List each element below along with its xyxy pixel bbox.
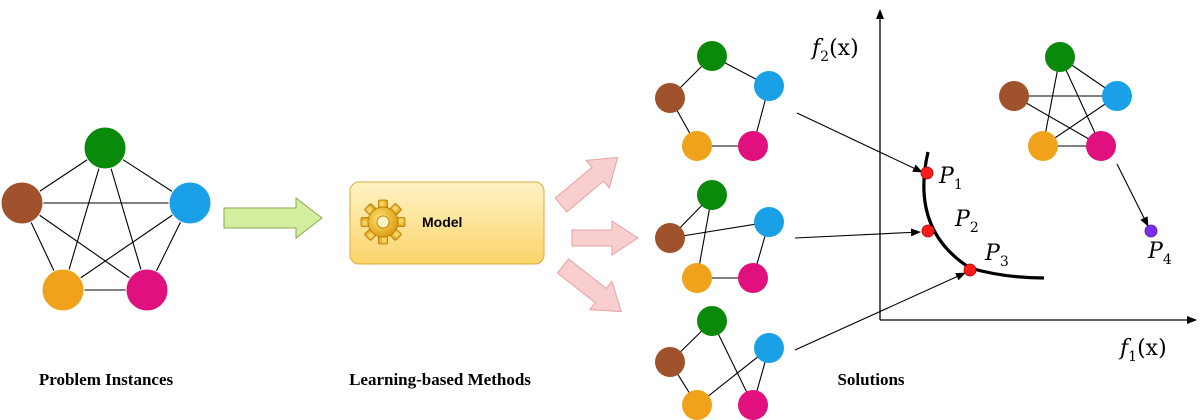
point-label-p2: P2 <box>954 207 979 236</box>
graph-node-orange <box>1028 131 1058 161</box>
model-box: Model <box>349 181 545 265</box>
graph-node-brown <box>655 223 685 253</box>
dominated-solution-graph <box>999 42 1132 161</box>
solution-graph-2 <box>655 180 784 293</box>
point-label-p4: P4 <box>1147 239 1172 268</box>
graph-node-orange <box>682 390 712 420</box>
pareto-point-p3 <box>963 263 977 277</box>
graph-node-orange <box>41 268 85 312</box>
graph-node-blue <box>754 71 784 101</box>
mapping-arrow-3 <box>794 272 966 351</box>
graph-node-green <box>1045 42 1075 72</box>
graph-node-brown <box>655 347 685 377</box>
graph-node-orange <box>682 131 712 161</box>
gear-icon <box>360 199 406 245</box>
graph-node-brown <box>0 181 44 225</box>
graph-node-blue <box>1102 81 1132 111</box>
x-axis-label: f1(x) <box>1118 336 1167 365</box>
graph-node-brown <box>999 81 1029 111</box>
graph-node-magenta <box>738 263 768 293</box>
graph-node-green <box>83 126 127 170</box>
graph-node-green <box>697 41 727 71</box>
output-arrow-middle <box>571 220 639 256</box>
caption-solutions: Solutions <box>837 370 904 389</box>
caption-learning-methods: Learning-based Methods <box>349 370 531 389</box>
graph-node-magenta <box>125 268 169 312</box>
model-label: Model <box>422 214 462 230</box>
pareto-point-p2 <box>921 224 935 238</box>
solution-graph-3 <box>655 306 784 420</box>
graph-node-magenta <box>1086 131 1116 161</box>
dominated-point-p4 <box>1144 224 1158 238</box>
graph-node-magenta <box>738 131 768 161</box>
objective-axes <box>876 9 1197 324</box>
output-arrow-bottom <box>556 258 623 313</box>
mapping-arrow-2 <box>794 228 921 239</box>
caption-problem-instances: Problem Instances <box>39 370 174 389</box>
graph-node-blue <box>754 207 784 237</box>
point-label-p1: P1 <box>938 164 963 193</box>
graph-node-magenta <box>738 390 768 420</box>
mapping-arrow-1 <box>796 112 923 173</box>
graph-node-blue <box>168 181 212 225</box>
mapping-arrow-4 <box>1116 163 1149 227</box>
y-axis-label: f2(x) <box>810 36 859 65</box>
graph-node-brown <box>655 83 685 113</box>
solution-graph-1 <box>655 41 784 161</box>
graph-node-green <box>697 180 727 210</box>
problem-instance-graph <box>0 126 212 312</box>
graph-node-orange <box>682 263 712 293</box>
process-arrow <box>223 196 323 240</box>
graph-node-green <box>697 306 727 336</box>
graph-node-blue <box>754 333 784 363</box>
pareto-front-curve <box>922 151 1045 280</box>
pareto-point-p1 <box>920 166 934 180</box>
point-label-p3: P3 <box>984 241 1009 270</box>
output-arrow-top <box>554 156 619 213</box>
